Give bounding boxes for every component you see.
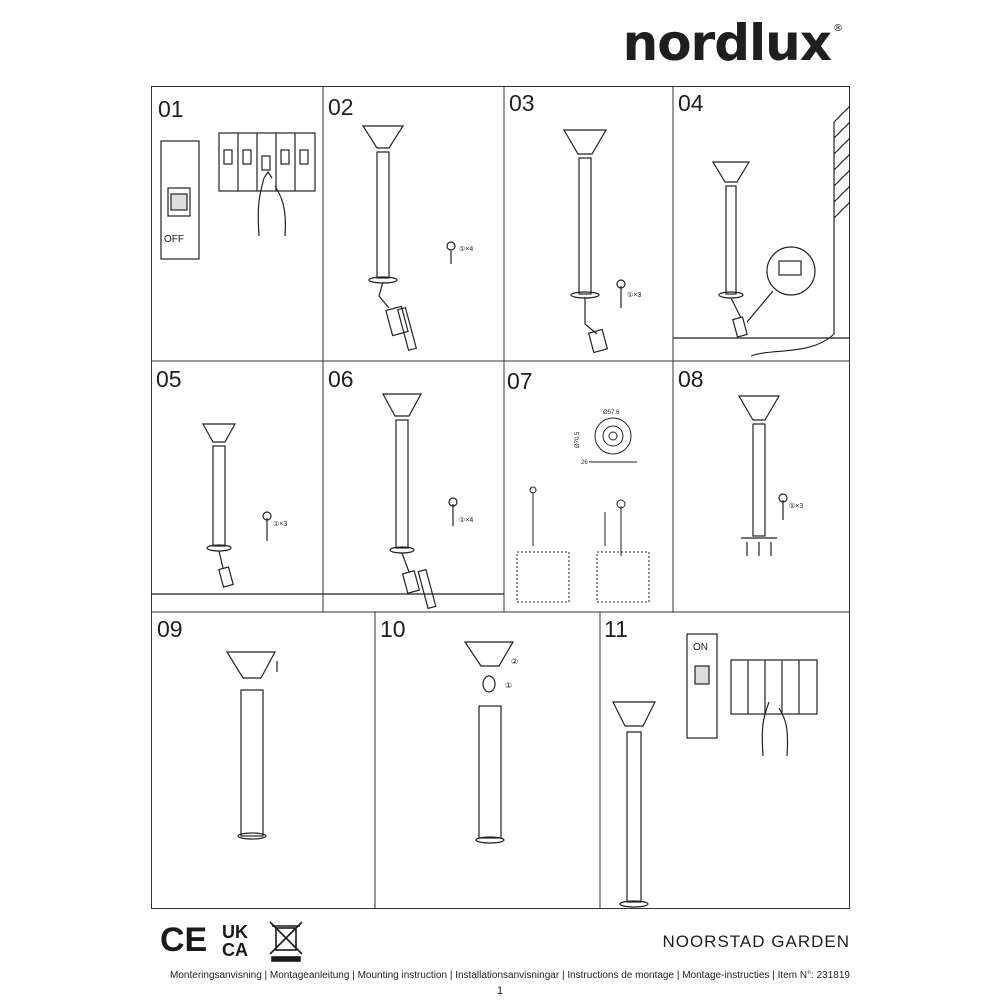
step-06-quantity: ①×4: [459, 516, 473, 524]
ce-mark: CE: [160, 921, 207, 959]
svg-text:CA: CA: [222, 940, 248, 960]
step-01-switch-label: OFF: [164, 234, 184, 245]
brand-logo: nordlux®: [622, 14, 843, 72]
step-02-illustration: [361, 125, 456, 352]
step-01-illustration: [160, 132, 316, 260]
step-03-illustration: [562, 129, 626, 354]
step-10-callout-1: ①: [505, 681, 512, 690]
step-11-illustration: [612, 633, 818, 908]
step-10-callout-2: ②: [511, 657, 518, 666]
step-07-illustration: [516, 417, 650, 603]
step-number: 09: [157, 616, 183, 642]
step-07-dim-side: 26: [581, 460, 588, 466]
step-number: 10: [380, 616, 406, 642]
step-07-dim-width: Ø57.6: [603, 410, 620, 416]
step-number: 01: [158, 96, 184, 122]
step-number: 03: [509, 90, 535, 116]
step-number: 11: [604, 616, 628, 642]
weee-bin-icon: [269, 921, 303, 962]
step-number: 05: [156, 366, 182, 392]
step-05-quantity: ①×3: [273, 520, 287, 528]
page-number: 1: [496, 985, 504, 997]
step-number: 04: [678, 90, 704, 116]
step-number: 06: [328, 366, 354, 392]
step-06-illustration: [323, 393, 504, 610]
step-number: 08: [678, 366, 704, 392]
step-09-illustration: [225, 651, 278, 840]
step-number: 07: [507, 368, 533, 394]
step-08-quantity: ①×3: [789, 502, 803, 510]
step-05-illustration: [151, 423, 323, 595]
step-11-switch-label: ON: [693, 642, 708, 653]
certification-marks: CE UK CA: [160, 921, 303, 962]
product-name: NOORSTAD GARDEN: [662, 932, 850, 951]
instruction-grid: ①×4 ①×3: [151, 86, 850, 909]
step-02-quantity: ①×4: [459, 245, 473, 253]
step-10-illustration: [463, 641, 515, 844]
step-08-illustration: [737, 395, 788, 556]
svg-text:UK: UK: [222, 922, 248, 942]
step-03-quantity: ①×3: [627, 291, 641, 299]
step-07-dim-height: Ø70.5: [575, 431, 581, 448]
grid-lines: ①×4 ①×3: [151, 86, 850, 909]
step-number: 02: [328, 94, 354, 120]
step-04-illustration: [673, 105, 850, 357]
footer-text: Monteringsanvisning | Montageanleitung |…: [170, 970, 850, 981]
